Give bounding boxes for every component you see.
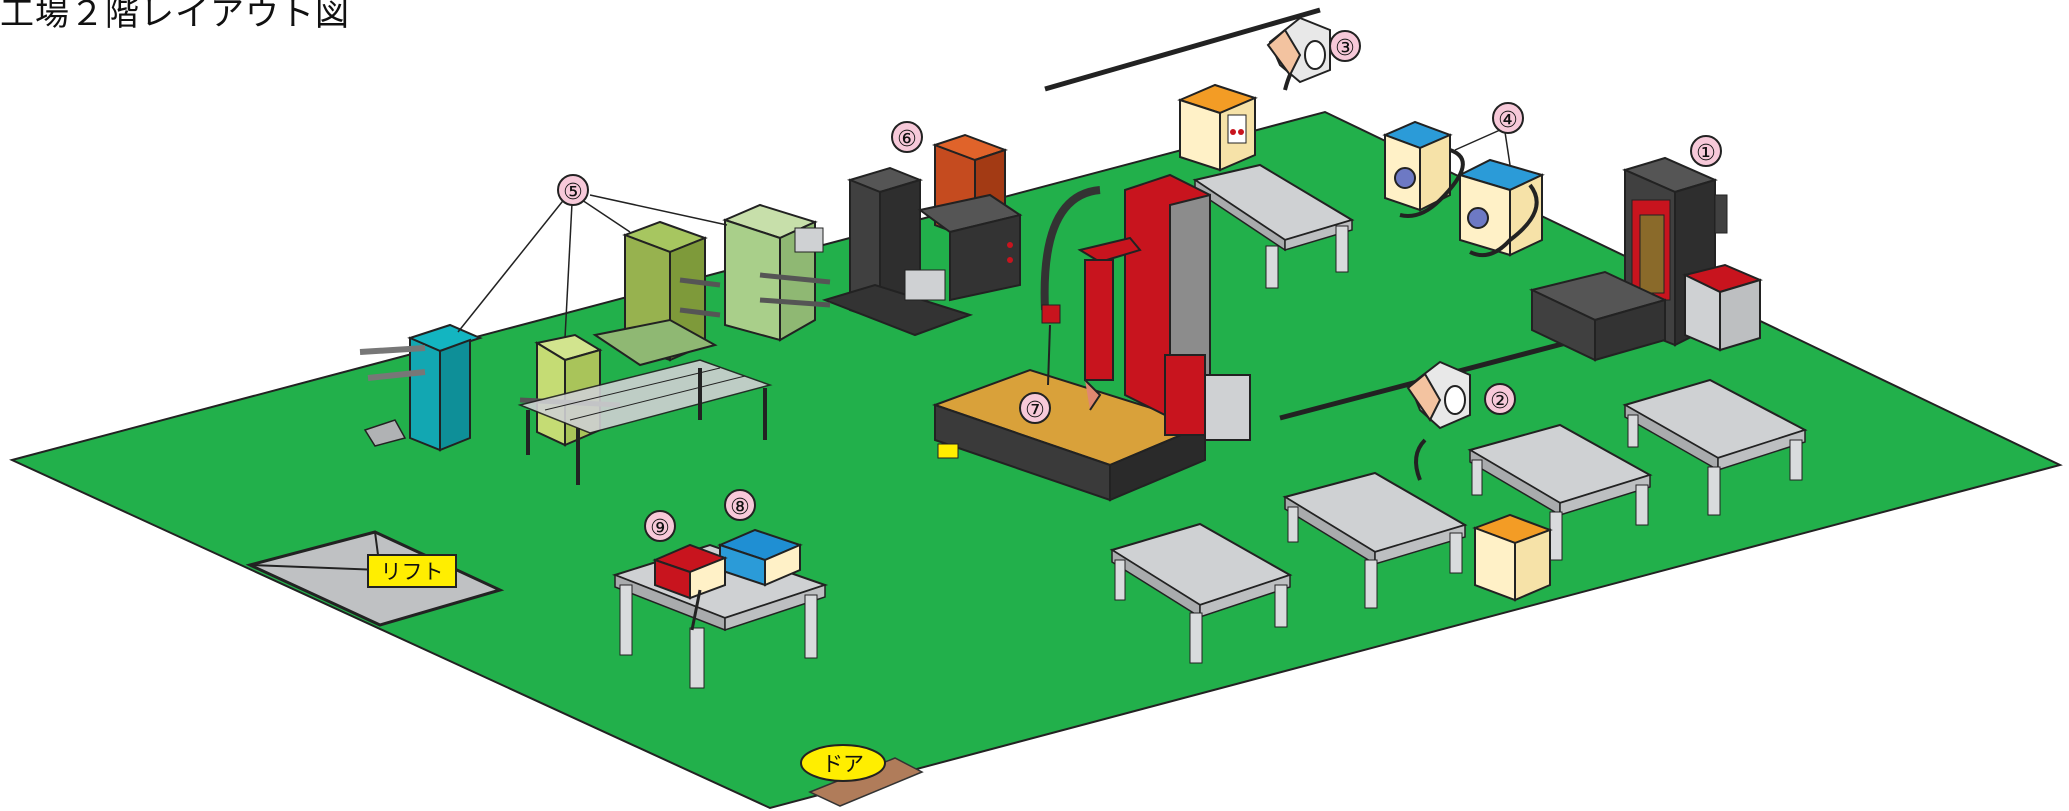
marker-8: ⑧ <box>725 490 755 520</box>
spot-welder-5a <box>725 205 830 340</box>
spot-welder-4b <box>1460 160 1542 255</box>
svg-text:③: ③ <box>1335 36 1355 61</box>
lift-label: リフト <box>381 560 444 584</box>
svg-text:⑨: ⑨ <box>650 516 670 541</box>
marker-5: ⑤ <box>558 175 588 205</box>
svg-text:①: ① <box>1696 141 1716 166</box>
svg-text:⑥: ⑥ <box>897 127 917 152</box>
door-label: ドア <box>822 752 864 776</box>
marker-1: ① <box>1691 136 1721 166</box>
control-cabinet <box>1180 85 1255 170</box>
marker-7: ⑦ <box>1020 393 1050 423</box>
svg-text:⑤: ⑤ <box>563 180 583 205</box>
control-cabinet <box>1475 515 1550 600</box>
svg-text:②: ② <box>1490 389 1510 414</box>
svg-text:④: ④ <box>1498 108 1518 133</box>
svg-text:⑧: ⑧ <box>730 495 750 520</box>
hanging-welder-3 <box>1268 18 1330 90</box>
marker-6: ⑥ <box>892 122 922 152</box>
marker-2: ② <box>1485 384 1515 414</box>
marker-4: ④ <box>1493 103 1523 133</box>
spot-welder-5b <box>595 222 720 365</box>
marker-3: ③ <box>1330 31 1360 61</box>
svg-text:⑦: ⑦ <box>1025 398 1045 423</box>
marker-9: ⑨ <box>645 511 675 541</box>
